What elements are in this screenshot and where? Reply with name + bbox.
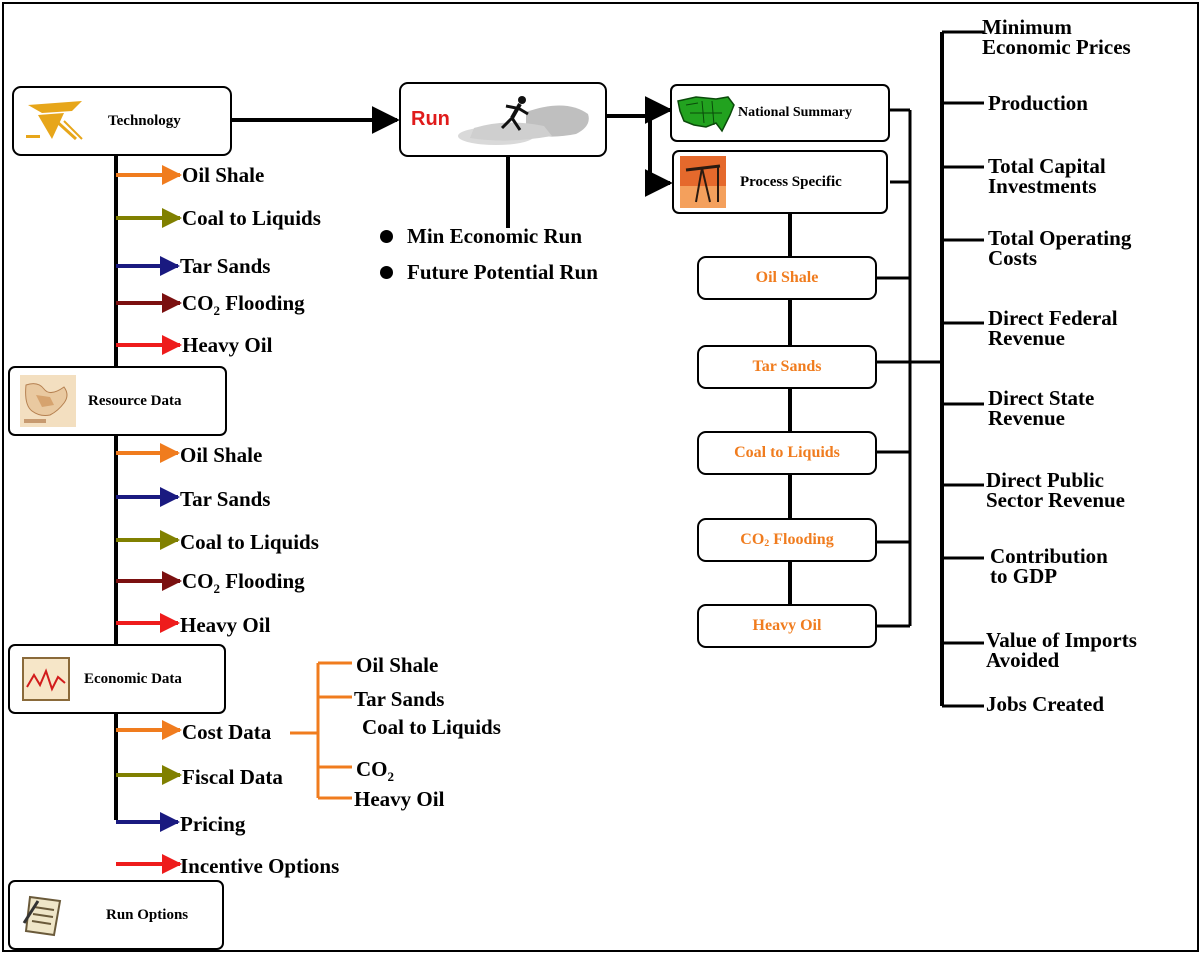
cost-item-oil-shale: Oil Shale [356, 653, 439, 677]
line-chart-icon [22, 657, 70, 701]
resource-item-oil-shale: Oil Shale [180, 443, 263, 467]
cost-item-heavy-oil: Heavy Oil [354, 787, 445, 811]
bullet-icon [380, 229, 393, 243]
national-summary-label: National Summary [738, 105, 852, 120]
technology-label: Technology [108, 112, 181, 129]
cost-item-coal-to-liquids: Coal to Liquids [362, 715, 501, 739]
cost-item-co2: CO2 [356, 757, 395, 784]
resource-map-icon [20, 375, 76, 427]
tech-item-heavy-oil: Heavy Oil [182, 333, 273, 357]
economic-item-cost-data: Cost Data [182, 720, 272, 744]
resource-data-label: Resource Data [88, 392, 182, 409]
process-oil-shale[interactable]: Oil Shale [697, 256, 877, 300]
tech-item-co2-flooding: CO2 Flooding [182, 291, 305, 318]
economic-item-fiscal-data: Fiscal Data [182, 765, 283, 789]
running-man-icon [457, 95, 589, 145]
tech-item-oil-shale: Oil Shale [182, 163, 265, 187]
run-box[interactable]: Run [399, 82, 607, 157]
run-to-process-arrow [644, 116, 673, 197]
process-coal-to-liquids[interactable]: Coal to Liquids [697, 431, 877, 475]
process-heavy-oil[interactable]: Heavy Oil [697, 604, 877, 648]
technology-box[interactable]: Technology [12, 86, 232, 156]
run-label: Run [411, 108, 450, 130]
national-summary-box[interactable]: National Summary [670, 84, 890, 142]
economic-data-box[interactable]: Economic Data [8, 644, 226, 714]
economic-item-incentive-options: Incentive Options [180, 854, 340, 878]
cost-item-tar-sands: Tar Sands [354, 687, 445, 711]
bullet-icon [380, 265, 393, 279]
resource-item-heavy-oil: Heavy Oil [180, 613, 271, 637]
run-option-min-economic: Min Economic Run [380, 224, 582, 249]
tech-item-tar-sands: Tar Sands [180, 254, 271, 278]
run-options-box[interactable]: Run Options [8, 880, 224, 950]
pump-jack-icon [680, 156, 726, 208]
output-production: Production [988, 91, 1088, 115]
economic-data-label: Economic Data [84, 670, 182, 687]
resource-item-tar-sands: Tar Sands [180, 487, 271, 511]
run-options-label: Run Options [106, 906, 189, 923]
economic-item-pricing: Pricing [180, 812, 246, 836]
tech-item-coal-to-liquids: Coal to Liquids [182, 206, 321, 230]
run-to-national-arrow [606, 96, 673, 124]
us-map-icon [677, 96, 735, 133]
process-specific-box[interactable]: Process Specific [672, 150, 888, 214]
resource-item-co2-flooding: CO2 Flooding [182, 569, 305, 596]
resource-data-box[interactable]: Resource Data [8, 366, 227, 436]
process-tar-sands[interactable]: Tar Sands [697, 345, 877, 389]
run-option-future-potential: Future Potential Run [380, 260, 598, 285]
engineer-hardhat-icon [26, 101, 83, 141]
resource-item-coal-to-liquids: Coal to Liquids [180, 530, 319, 554]
notepad-pen-icon [22, 895, 62, 937]
output-jobs-created: Jobs Created [986, 692, 1105, 716]
process-specific-label: Process Specific [740, 173, 842, 190]
